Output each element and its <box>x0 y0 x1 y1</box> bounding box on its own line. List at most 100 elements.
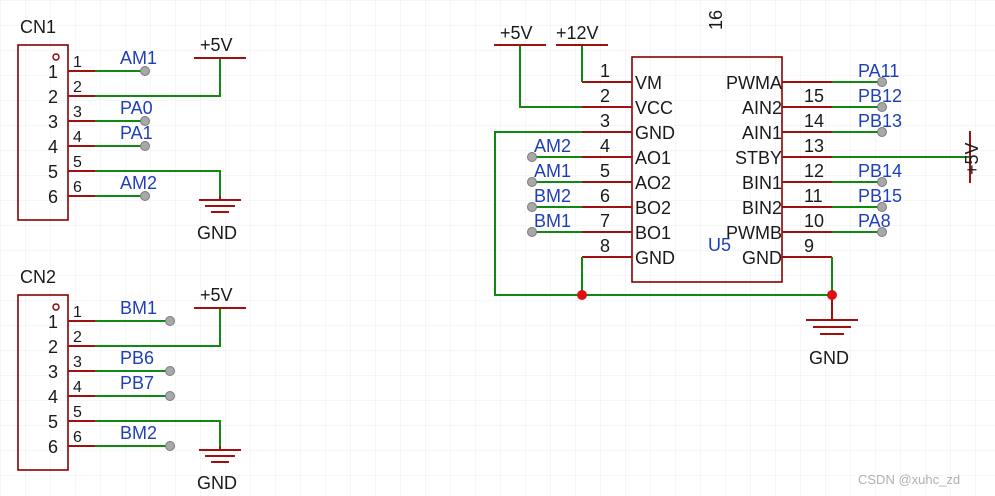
cn1-pin-number-1: 1 <box>73 54 82 71</box>
cn2-net-end-3 <box>165 366 175 376</box>
cn2-net-label-bm2: BM2 <box>120 423 157 443</box>
cn2-net-end-6 <box>165 441 175 451</box>
u5-gnd-label: GND <box>809 348 849 368</box>
u5-pin-number-8: 8 <box>600 236 610 256</box>
connector-cn1[interactable]: CN1 1 2 3 4 5 6 1 2 3 4 5 6 AM1 PA0 PA1 … <box>17 17 246 243</box>
cn1-pin-label-6: 6 <box>48 187 58 207</box>
u5-pin-number-12: 12 <box>804 161 824 181</box>
u5-pin-name-pwmb: PWMB <box>726 223 782 243</box>
u5-net-label-pa8: PA8 <box>858 211 891 231</box>
cn1-net-end-6 <box>140 191 150 201</box>
cn2-pin-label-3: 3 <box>48 362 58 382</box>
connector-cn2[interactable]: CN2 1 2 3 4 5 6 1 2 3 4 5 6 BM1 PB6 PB7 … <box>17 267 246 493</box>
u5-net-label-am2: AM2 <box>534 136 571 156</box>
u5-pin-name-ain1: AIN1 <box>742 123 782 143</box>
cn1-net-label-pa0: PA0 <box>120 98 153 118</box>
u5-pin-number-15: 15 <box>804 86 824 106</box>
cn2-vcc-wire <box>95 308 221 347</box>
u5-pin-name-bin1: BIN1 <box>742 173 782 193</box>
u5-pin-name-gnd-8: GND <box>635 248 675 268</box>
cn1-pin-label-4: 4 <box>48 137 58 157</box>
u5-pin-name-vcc: VCC <box>635 98 673 118</box>
cn1-vcc-wire <box>95 58 221 97</box>
cn2-power-label: +5V <box>200 285 233 305</box>
cn1-pin-number-4: 4 <box>73 129 82 146</box>
cn1-net-end-1 <box>140 66 150 76</box>
u5-net-end-bm2 <box>527 202 537 212</box>
cn2-body <box>17 294 69 471</box>
u5-net-label-bm1: BM1 <box>534 211 571 231</box>
u5-ref: U5 <box>708 235 731 255</box>
cn1-net-label-am2: AM2 <box>120 173 157 193</box>
cn1-net-label-am1: AM1 <box>120 48 157 68</box>
u5-net-end-am2 <box>527 152 537 162</box>
cn2-net-end-1 <box>165 316 175 326</box>
u5-pin-number-1: 1 <box>600 61 610 81</box>
cn2-pin-number-5: 5 <box>73 404 82 421</box>
u5-gnd-junction-left <box>577 290 587 300</box>
cn1-gnd-label: GND <box>197 223 237 243</box>
u5-net-label-am1: AM1 <box>534 161 571 181</box>
u5-12v-label: +12V <box>556 23 599 43</box>
u5-net-end-bm1 <box>527 227 537 237</box>
cn1-net-label-pa1: PA1 <box>120 123 153 143</box>
u5-5v-wire <box>519 45 582 108</box>
cn1-pin-number-6: 6 <box>73 179 82 196</box>
u5-net-label-pb14: PB14 <box>858 161 902 181</box>
u5-gnd-bus-wire <box>494 131 832 296</box>
u5-net-label-pb15: PB15 <box>858 186 902 206</box>
ic-u5[interactable]: 16 1 2 3 4 5 6 7 8 VM VCC GND AO1 AO2 <box>494 10 982 368</box>
u5-pin-name-bo2: BO2 <box>635 198 671 218</box>
u5-pin-number-14: 14 <box>804 111 824 131</box>
cn1-pin-label-3: 3 <box>48 112 58 132</box>
cn2-ref: CN2 <box>20 267 56 287</box>
u5-net-end-pb13 <box>877 127 887 137</box>
cn1-pin-number-5: 5 <box>73 154 82 171</box>
u5-net-end-pb14 <box>877 177 887 187</box>
cn2-pin-number-3: 3 <box>73 354 82 371</box>
cn1-pin-label-2: 2 <box>48 87 58 107</box>
u5-pin-number-13: 13 <box>804 136 824 156</box>
cn2-gnd-wire <box>95 420 221 446</box>
u5-pin-name-ain2: AIN2 <box>742 98 782 118</box>
cn1-pin-label-5: 5 <box>48 162 58 182</box>
u5-net-label-pa11: PA11 <box>858 61 899 81</box>
u5-pin-number-10: 10 <box>804 211 824 231</box>
u5-pin-number-11: 11 <box>804 186 823 206</box>
u5-pin-name-gnd-9: GND <box>742 248 782 268</box>
cn2-net-end-4 <box>165 391 175 401</box>
u5-pin-number-5: 5 <box>600 161 610 181</box>
cn1-pin1-marker <box>52 53 60 61</box>
u5-pin-number-7: 7 <box>600 211 610 231</box>
u5-gnd-junction-right <box>827 290 837 300</box>
cn2-pin-number-2: 2 <box>73 329 82 346</box>
cn2-pin-label-6: 6 <box>48 437 58 457</box>
u5-pin-name-bo1: BO1 <box>635 223 671 243</box>
cn1-body <box>17 44 69 221</box>
u5-net-end-pa11 <box>877 77 887 87</box>
u5-pin-number-3: 3 <box>600 111 610 131</box>
cn1-net-end-4 <box>140 141 150 151</box>
u5-5v-label: +5V <box>500 23 533 43</box>
u5-stby-power-label: +5V <box>962 142 982 175</box>
cn2-net-label-bm1: BM1 <box>120 298 157 318</box>
cn2-net-label-pb6: PB6 <box>120 348 154 368</box>
cn2-pin-label-1: 1 <box>48 312 58 332</box>
cn2-pin1-marker <box>52 303 60 311</box>
u5-net-label-pb12: PB12 <box>858 86 902 106</box>
cn2-gnd-label: GND <box>197 473 237 493</box>
u5-net-label-bm2: BM2 <box>534 186 571 206</box>
cn2-net-label-pb7: PB7 <box>120 373 154 393</box>
cn1-power-label: +5V <box>200 35 233 55</box>
u5-pin-name-gnd-3: GND <box>635 123 675 143</box>
u5-net-end-pb15 <box>877 202 887 212</box>
cn2-pin-number-6: 6 <box>73 429 82 446</box>
u5-pin-name-ao1: AO1 <box>635 148 671 168</box>
u5-pin-name-stby: STBY <box>735 148 782 168</box>
cn1-pin-label-1: 1 <box>48 62 58 82</box>
u5-pin-number-9: 9 <box>804 236 814 256</box>
cn2-pin-number-4: 4 <box>73 379 82 396</box>
cn2-pin-label-4: 4 <box>48 387 58 407</box>
u5-pin-name-bin2: BIN2 <box>742 198 782 218</box>
